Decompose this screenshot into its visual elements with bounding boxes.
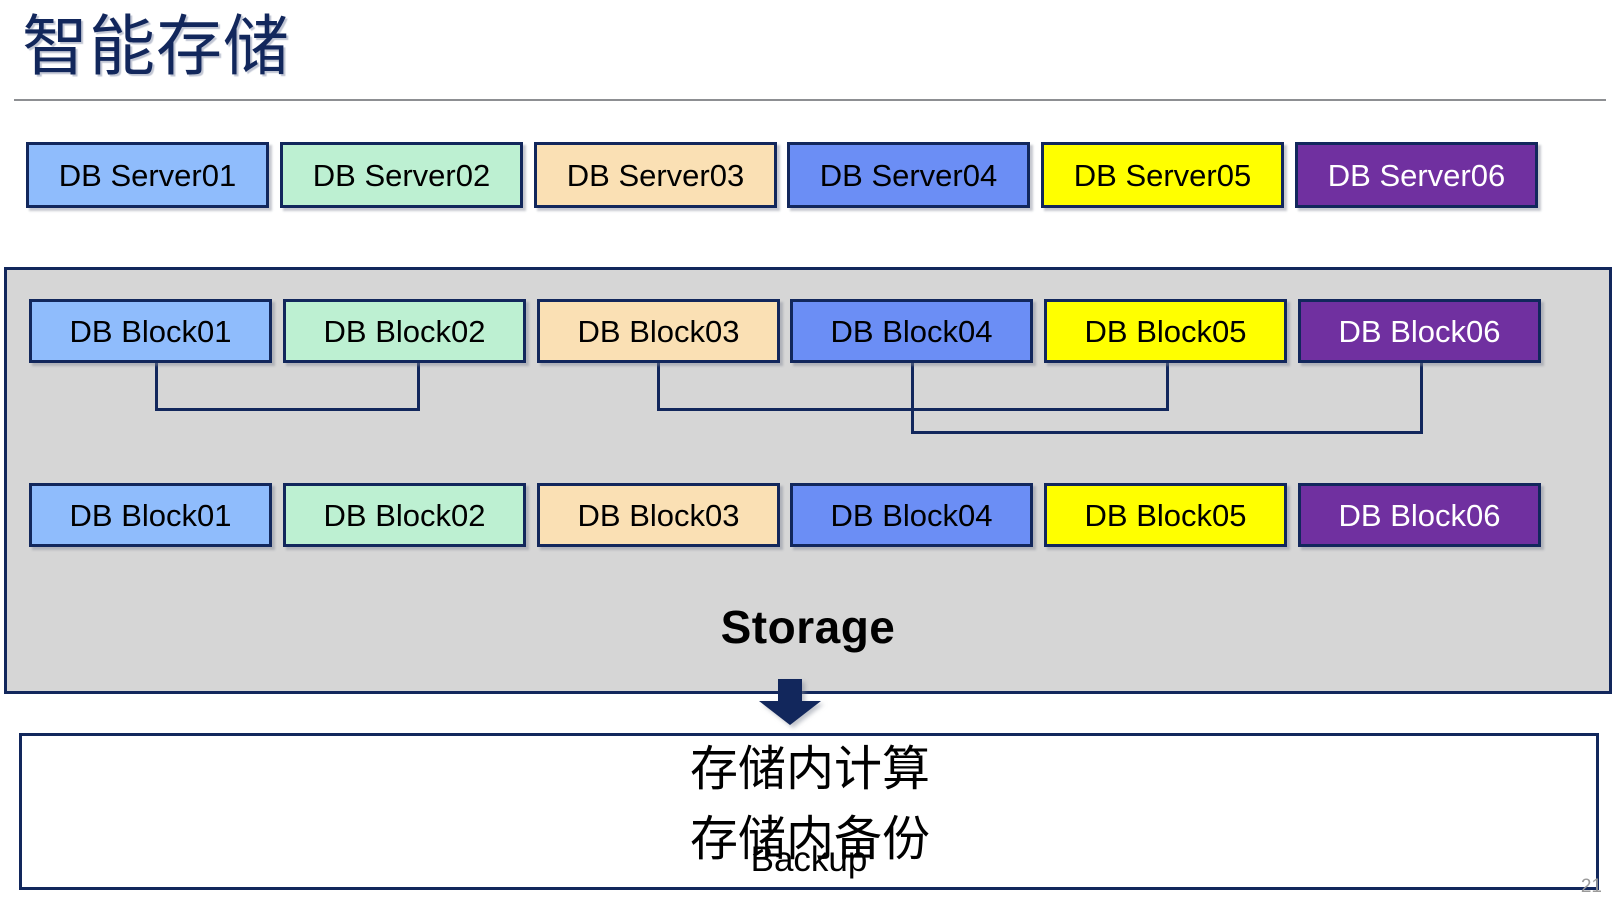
- db-server-box-3[interactable]: DB Server03: [534, 142, 777, 208]
- connector-pair-03-05-right: [1166, 363, 1169, 408]
- db-block-primary-2[interactable]: DB Block02: [283, 299, 526, 363]
- db-server-box-label: DB Server01: [58, 157, 237, 193]
- db-block-backup-5[interactable]: DB Block05: [1044, 483, 1287, 547]
- db-block-backup-label: DB Block03: [577, 497, 740, 533]
- db-block-backup-label: DB Block02: [323, 497, 486, 533]
- connector-pair-03-05-left: [657, 363, 660, 408]
- db-server-box-5[interactable]: DB Server05: [1041, 142, 1284, 208]
- db-block-primary-label: DB Block06: [1338, 313, 1501, 349]
- backup-label: Backup: [750, 840, 868, 879]
- db-server-box-label: DB Server02: [312, 157, 491, 193]
- db-block-primary-3[interactable]: DB Block03: [537, 299, 780, 363]
- caption-in-storage-compute: 存储内计算: [689, 743, 930, 796]
- connector-pair-04-06-left: [911, 363, 914, 431]
- db-server-box-1[interactable]: DB Server01: [26, 142, 269, 208]
- title-divider: [14, 99, 1606, 101]
- db-block-primary-1[interactable]: DB Block01: [29, 299, 272, 363]
- connector-pair-01-02-left: [155, 363, 158, 408]
- connector-pair-01-02-bridge: [155, 408, 420, 411]
- connector-pair-01-02-right: [417, 363, 420, 408]
- connector-pair-04-06-bridge: [911, 431, 1423, 434]
- db-server-box-2[interactable]: DB Server02: [280, 142, 523, 208]
- db-block-primary-label: DB Block05: [1084, 313, 1247, 349]
- db-block-primary-5[interactable]: DB Block05: [1044, 299, 1287, 363]
- storage-container: Backup Storage DB Block01 DB Block02 DB Bl…: [4, 267, 1612, 890]
- storage-label: Storage: [720, 601, 896, 653]
- connector-pair-04-06-right: [1420, 363, 1423, 431]
- page-number: 21: [1580, 876, 1602, 897]
- backup-panel: Backup: [19, 733, 1599, 890]
- db-server-box-label: DB Server05: [1073, 157, 1252, 193]
- db-block-backup-label: DB Block04: [830, 497, 993, 533]
- db-block-backup-2[interactable]: DB Block02: [283, 483, 526, 547]
- db-block-backup-6[interactable]: DB Block06: [1298, 483, 1541, 547]
- db-block-backup-3[interactable]: DB Block03: [537, 483, 780, 547]
- db-block-primary-label: DB Block04: [830, 313, 993, 349]
- db-block-backup-label: DB Block06: [1338, 497, 1501, 533]
- db-server-box-label: DB Server04: [819, 157, 998, 193]
- db-block-primary-label: DB Block03: [577, 313, 740, 349]
- db-block-backup-label: DB Block01: [69, 497, 232, 533]
- db-server-box-6[interactable]: DB Server06: [1295, 142, 1538, 208]
- db-block-backup-1[interactable]: DB Block01: [29, 483, 272, 547]
- db-server-box-label: DB Server06: [1327, 157, 1506, 193]
- db-server-box-label: DB Server03: [566, 157, 745, 193]
- page-title: 智能存储: [22, 9, 290, 83]
- db-block-backup-label: DB Block05: [1084, 497, 1247, 533]
- db-block-primary-6[interactable]: DB Block06: [1298, 299, 1541, 363]
- db-block-primary-4[interactable]: DB Block04: [790, 299, 1033, 363]
- db-block-primary-label: DB Block01: [69, 313, 232, 349]
- db-block-backup-4[interactable]: DB Block04: [790, 483, 1033, 547]
- caption-in-storage-backup: 存储内备份: [689, 813, 930, 866]
- db-server-box-4[interactable]: DB Server04: [787, 142, 1030, 208]
- db-block-primary-label: DB Block02: [323, 313, 486, 349]
- down-arrow-icon: [759, 679, 821, 725]
